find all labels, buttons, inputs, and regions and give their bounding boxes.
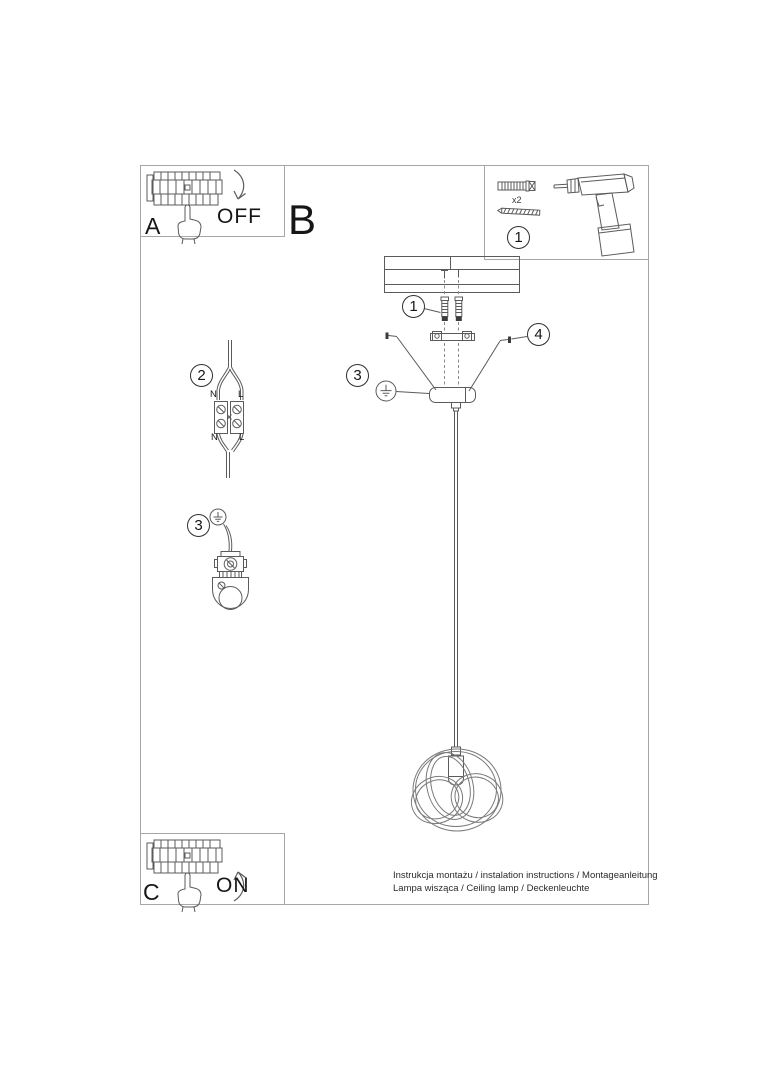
wire-label-l-bottom: L	[239, 432, 245, 443]
pointing-hand-icon	[177, 872, 202, 913]
on-label: ON	[216, 874, 250, 897]
footer-title-line1: Instrukcja montażu / instalation instruc…	[393, 870, 658, 881]
wire-label-n-top: N	[210, 389, 217, 400]
ground-clamp-icon	[209, 508, 249, 610]
callout-kit-1: 1	[507, 226, 530, 249]
pendant-cable	[454, 411, 458, 747]
callout-clamp-3: 3	[187, 514, 210, 537]
wire-label-n-bottom: N	[211, 432, 218, 443]
footer-title-line2: Lampa wisząca / Ceiling lamp / Deckenleu…	[393, 883, 590, 894]
ground-symbol-icon	[375, 380, 397, 402]
terminal-block-icon	[214, 340, 244, 478]
wall-plug-icon	[423, 296, 463, 321]
step-a-art	[146, 169, 246, 245]
anchor-qty-label: x2	[512, 195, 522, 205]
wall-plug-icon	[497, 180, 536, 192]
off-label: OFF	[217, 205, 262, 228]
page-frame	[140, 165, 649, 905]
curved-arrow-up-icon	[233, 871, 246, 902]
fuse-box-icon	[146, 171, 223, 206]
wire-label-l-top: L	[238, 389, 244, 400]
step-c-art	[146, 839, 246, 913]
step-a-label: A	[145, 213, 161, 239]
fuse-box-icon	[146, 839, 223, 874]
canopy-icon	[395, 387, 476, 412]
callout-ground-3: 3	[346, 364, 369, 387]
pointing-hand-icon	[177, 204, 202, 245]
step-c-label: C	[143, 879, 160, 905]
step-b-label: B	[288, 196, 317, 243]
curved-arrow-down-icon	[233, 169, 246, 200]
callout-screws-4: 4	[527, 323, 550, 346]
ceiling-section-icon	[384, 256, 520, 293]
callout-terminal-2: 2	[190, 364, 213, 387]
screw-icon	[496, 207, 541, 216]
alignment-lines	[444, 280, 459, 386]
mounting-bracket-icon	[430, 331, 475, 341]
kit-box-art	[496, 173, 635, 257]
pendant-lamp-icon	[410, 746, 504, 832]
callout-anchors-1: 1	[402, 295, 425, 318]
drill-icon	[553, 173, 635, 257]
side-screws	[385, 332, 528, 392]
